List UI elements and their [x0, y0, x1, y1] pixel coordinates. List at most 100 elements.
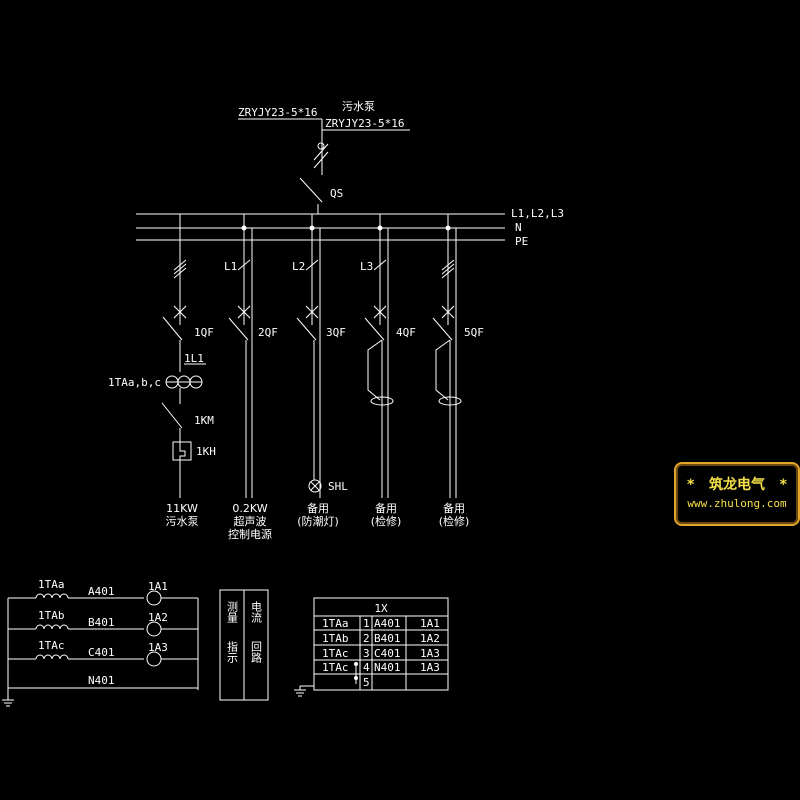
- branch1-tick: [173, 263, 187, 275]
- lamp-icon: [308, 479, 322, 493]
- ct-row-c-coil: [35, 654, 69, 660]
- terminal-row3-wire: C401: [374, 647, 401, 660]
- breaker2-x: [237, 305, 251, 319]
- ct-ref-label: 1L1: [184, 352, 204, 365]
- feeder: ZRYJY23-5*16 污水泵 ZRYJY23-5*16 QS: [238, 100, 410, 214]
- ct-row-a-ct: 1TAa: [38, 578, 65, 591]
- legend-col2: 指示: [226, 640, 239, 663]
- branch5-loop: [435, 339, 451, 401]
- breaker3-label: 3QF: [326, 326, 346, 339]
- branch2-phase-label: L1: [224, 260, 237, 273]
- terminal-row4-from: 1TAc: [322, 661, 349, 674]
- ct-row-b-meter: 1A2: [148, 611, 168, 624]
- breaker4-x: [373, 305, 387, 319]
- branch4-tick: [373, 259, 387, 271]
- terminal-row4-wire: N401: [374, 661, 401, 674]
- busbars: L1,L2,L3 N PE: [136, 207, 564, 248]
- bus-earth-label: PE: [515, 235, 528, 248]
- contactor-label: 1KM: [194, 414, 214, 427]
- breaker5-x: [441, 305, 455, 319]
- breaker4-blade: [364, 317, 385, 341]
- ct-row-a-meter: 1A1: [148, 580, 168, 593]
- breaker1-blade: [162, 316, 183, 341]
- breaker5-blade: [432, 317, 453, 341]
- circuit5-line1: 备用: [443, 501, 465, 515]
- branches: 1QF 1L1 1TAa,b,c 1KM 1KH L1 2QF L2 3: [108, 214, 484, 498]
- breaker2-label: 2QF: [258, 326, 278, 339]
- branch4-loop: [367, 339, 383, 401]
- feeder-tick: [313, 143, 329, 161]
- switch-qs-label: QS: [330, 187, 343, 200]
- switch-qs-blade: [299, 177, 323, 203]
- branch3-phase-label: L2: [292, 260, 305, 273]
- watermark-url: www.zhulong.com: [687, 497, 787, 510]
- circuit2-line1: 0.2KW: [232, 502, 267, 515]
- circuit-labels: 11KW 污水泵 0.2KW 超声波 控制电源 备用 (防潮灯) 备用 (检修)…: [166, 501, 470, 541]
- legend-box: 测量 指示 电流 回路: [219, 589, 269, 701]
- breaker3-x: [305, 305, 319, 319]
- ct-row-c-meter: 1A3: [148, 641, 168, 654]
- branch3-tick: [305, 259, 319, 271]
- ct-secondary-circuit: 1TAa A401 1A1 1TAb B401 1A2 1TAc C401 1A…: [2, 578, 199, 707]
- ammeter-3-icon: [146, 651, 162, 667]
- circuit5-line2: (检修): [439, 514, 470, 528]
- circuit3-line2: (防潮灯): [297, 514, 339, 528]
- watermark-badge: * 筑龙电气 * www.zhulong.com: [674, 462, 800, 526]
- terminal-row2-from: 1TAb: [322, 632, 349, 645]
- terminal-row4-num: 4: [363, 661, 370, 674]
- thermal-relay-label: 1KH: [196, 445, 216, 458]
- watermark-star-right: *: [779, 477, 787, 493]
- ct-row-c-ct: 1TAc: [38, 639, 65, 652]
- terminal-row3-num: 3: [363, 647, 370, 660]
- terminal-block: 1X 1TAa 1 A401 1A1 1TAb 2 B401 1A2 1TAc …: [294, 597, 449, 697]
- terminal-row3-to: 1A3: [420, 647, 440, 660]
- ct-row-a-coil: [35, 593, 69, 599]
- branch1-tick: [173, 267, 187, 279]
- terminal-row5-num: 5: [363, 676, 370, 689]
- terminal-table-title: 1X: [374, 602, 388, 615]
- terminal-table-frame: [313, 597, 449, 691]
- circuit4-line1: 备用: [375, 501, 397, 515]
- circuit1-line1: 11KW: [166, 502, 198, 515]
- terminal-jumper-dot: [354, 662, 358, 666]
- ct-row-c-wire: C401: [88, 646, 115, 659]
- branch5-tick: [441, 259, 455, 271]
- bus-phases-label: L1,L2,L3: [511, 207, 564, 220]
- ct-row-b-ct: 1TAb: [38, 609, 65, 622]
- feeder-cable-label-1: ZRYJY23-5*16: [238, 106, 317, 119]
- feeder-node: [317, 142, 325, 150]
- ct-row-b-coil: [35, 624, 69, 630]
- terminal-row1-from: 1TAa: [322, 617, 349, 630]
- ammeter-2-icon: [146, 621, 162, 637]
- feeder-cable-label-2: ZRYJY23-5*16: [325, 117, 404, 130]
- branch2-tick: [237, 259, 251, 271]
- branch5-tick: [441, 263, 455, 275]
- watermark-top: * 筑龙电气 *: [676, 474, 798, 494]
- terminal-row2-num: 2: [363, 632, 370, 645]
- breaker5-label: 5QF: [464, 326, 484, 339]
- circuit2-line3: 控制电源: [228, 527, 272, 541]
- feeder-tick: [313, 151, 329, 169]
- thermal-relay-box: [172, 441, 192, 461]
- watermark-brand: 筑龙电气: [709, 477, 765, 493]
- breaker3-blade: [296, 317, 317, 341]
- breaker1-x: [173, 305, 187, 319]
- breaker2-blade: [228, 317, 249, 341]
- terminal-row1-wire: A401: [374, 617, 401, 630]
- terminal-jumper-dot: [354, 676, 358, 680]
- ct-neutral-wire: N401: [88, 674, 115, 687]
- watermark-star-left: *: [687, 477, 695, 493]
- terminal-row2-to: 1A2: [420, 632, 440, 645]
- breaker4-label: 4QF: [396, 326, 416, 339]
- lamp-icon: [310, 481, 320, 491]
- circuit4-line2: (检修): [371, 514, 402, 528]
- ct-row-a-wire: A401: [88, 585, 115, 598]
- circuit3-line1: 备用: [307, 501, 329, 515]
- legend-col4: 回路: [250, 641, 263, 664]
- circuit1-line2: 污水泵: [166, 515, 199, 528]
- terminal-row3-from: 1TAc: [322, 647, 349, 660]
- terminal-row2-wire: B401: [374, 632, 401, 645]
- legend-col1: 测量: [226, 601, 239, 623]
- bus-neutral-label: N: [515, 221, 522, 234]
